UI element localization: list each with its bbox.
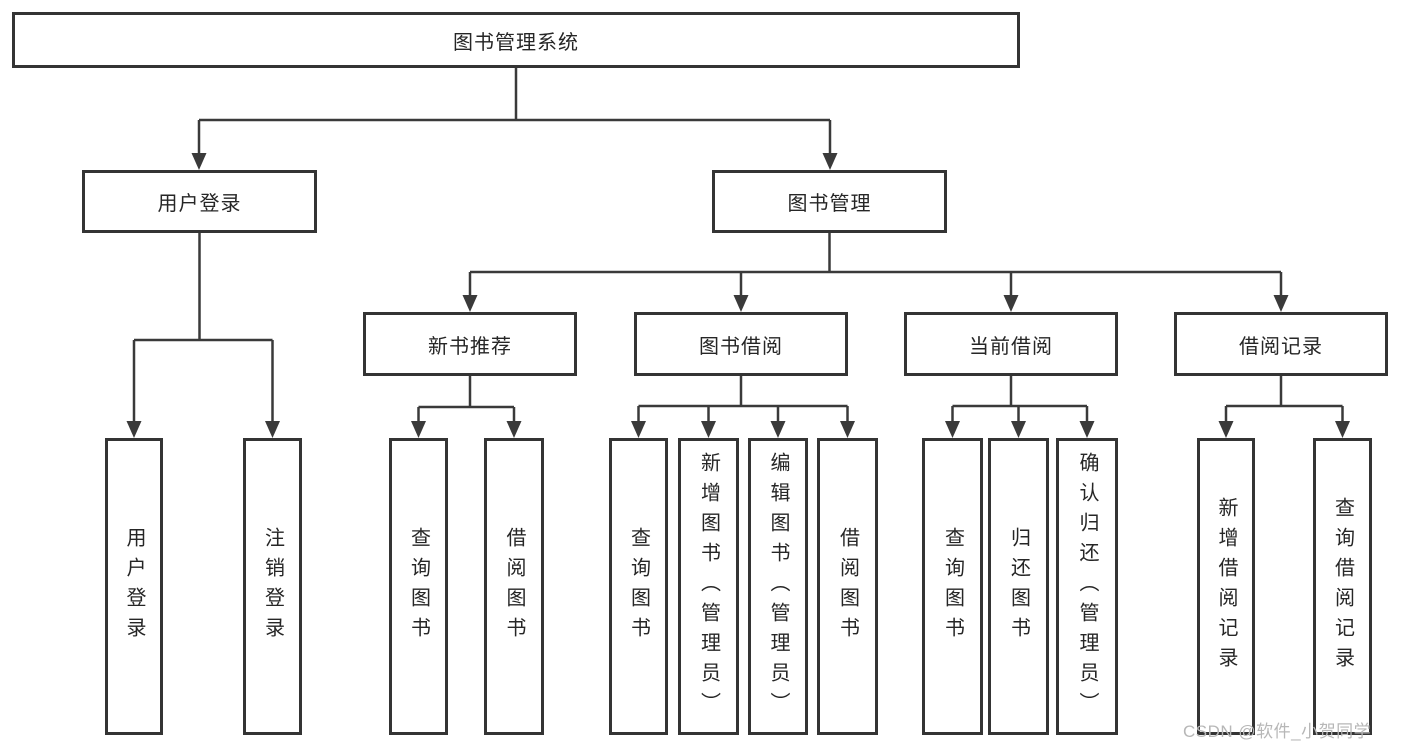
node-label: 查询图书 [407,526,430,647]
node-book-borrowing: 图书借阅 [634,312,848,376]
node-book-management: 图书管理 [712,170,947,233]
node-label: 新书推荐 [428,335,512,358]
watermark: CSDN @软件_小贺同学 [1183,722,1372,741]
leaf-logout-login: 注销登录 [243,438,302,735]
node-current-borrowing: 当前借阅 [904,312,1118,376]
node-new-book-recommendation: 新书推荐 [363,312,577,376]
node-label: 借阅图书 [503,526,525,647]
node-label: 用户登录 [123,526,145,647]
node-label: 归还图书 [1007,526,1030,647]
node-label: 借阅图书 [836,526,859,647]
leaf-borrow-books-borrowing: 借阅图书 [817,438,878,735]
node-library-management-system: 图书管理系统 [12,12,1020,68]
node-label: 用户登录 [157,193,242,215]
node-borrowing-records: 借阅记录 [1174,312,1388,376]
node-label: 查询借阅记录 [1331,496,1354,677]
node-label: 查询图书 [941,526,964,647]
leaf-return-books: 归还图书 [988,438,1049,735]
node-user-login: 用户登录 [82,170,317,233]
node-label: 确认归还（管理员） [1076,451,1098,722]
node-label: 借阅记录 [1239,335,1323,358]
leaf-add-borrow-record: 新增借阅记录 [1197,438,1255,735]
leaf-add-books-admin: 新增图书（管理员） [678,438,739,735]
leaf-confirm-return-admin: 确认归还（管理员） [1056,438,1118,735]
node-label: 图书借阅 [699,335,783,358]
leaf-user-login: 用户登录 [105,438,163,735]
node-label: 查询图书 [627,526,650,647]
node-label: 新增图书（管理员） [697,451,720,722]
node-label: 注销登录 [261,526,284,647]
leaf-query-books-recommend: 查询图书 [389,438,448,735]
node-label: 编辑图书（管理员） [767,451,789,722]
leaf-edit-books-admin: 编辑图书（管理员） [748,438,808,735]
node-label: 图书管理系统 [453,31,579,54]
leaf-query-books-borrowing: 查询图书 [609,438,668,735]
node-label: 图书管理 [787,193,872,215]
leaf-query-books-current: 查询图书 [922,438,983,735]
leaf-borrow-books-recommend: 借阅图书 [484,438,544,735]
leaf-query-borrow-record: 查询借阅记录 [1313,438,1372,735]
node-label: 新增借阅记录 [1215,496,1237,677]
node-label: 当前借阅 [969,335,1053,358]
